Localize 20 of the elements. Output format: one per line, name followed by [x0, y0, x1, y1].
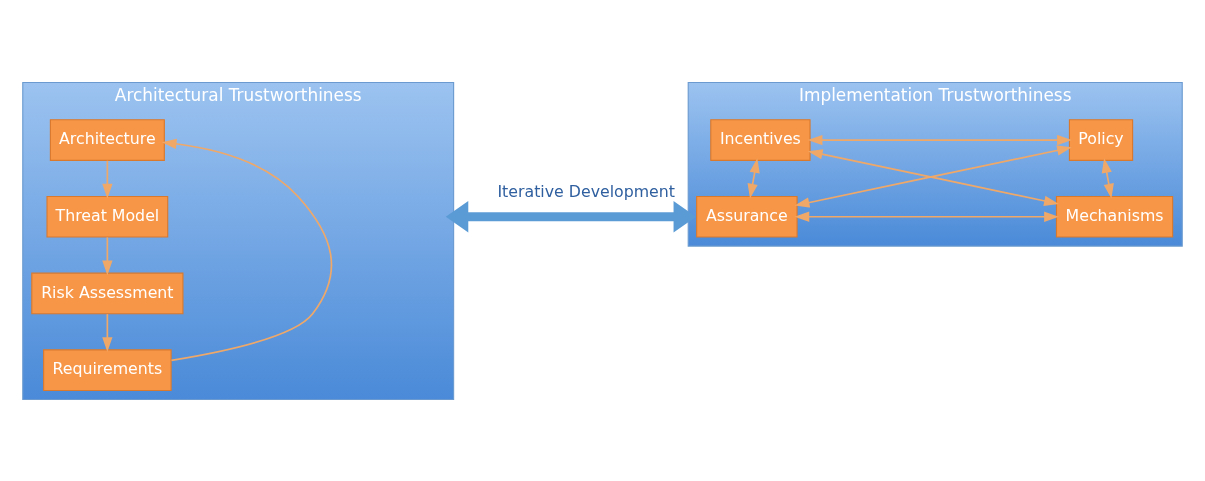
node-box: Threat Model	[46, 195, 169, 238]
arrow	[102, 236, 113, 275]
arrow	[794, 211, 1059, 222]
arrow	[161, 138, 333, 361]
arrow	[747, 157, 760, 198]
arrow	[1101, 157, 1114, 198]
node-box: Risk Assessment	[31, 272, 184, 314]
arrow	[102, 159, 113, 198]
node-box: Mechanisms	[1055, 195, 1174, 238]
arrow	[807, 134, 1072, 145]
arrow	[807, 148, 1059, 206]
node-box: Policy	[1068, 118, 1134, 161]
node-box: Incentives	[710, 118, 811, 161]
node-box: Architecture	[49, 118, 165, 161]
arrow	[445, 200, 697, 233]
node-box: Assurance	[696, 195, 798, 238]
arrow	[794, 144, 1072, 208]
edge-label: Iterative Development	[497, 181, 676, 201]
node-box: Requirements	[43, 348, 172, 391]
arrow	[102, 312, 113, 352]
